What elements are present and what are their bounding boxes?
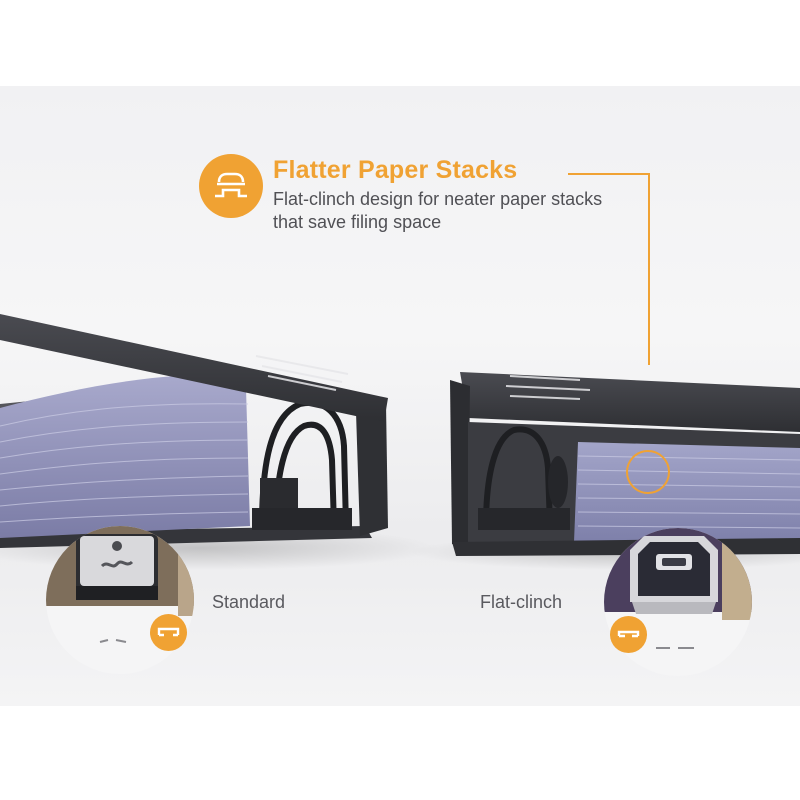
flat-clinch-binder bbox=[450, 372, 800, 556]
standard-staple-badge bbox=[150, 614, 187, 651]
callout-badge bbox=[199, 154, 263, 218]
binder-comparison-photo bbox=[0, 314, 800, 570]
flat-clinch-staple-icon bbox=[215, 172, 247, 198]
standard-clinch-lens bbox=[46, 526, 194, 674]
right-paper-lines bbox=[577, 455, 800, 529]
right-lever bbox=[548, 456, 568, 508]
standard-binder bbox=[0, 314, 388, 548]
standard-label: Standard bbox=[212, 592, 286, 612]
right-mechanism-base bbox=[478, 508, 570, 530]
callout-leader-line bbox=[568, 173, 650, 365]
flat-clinch-lens bbox=[604, 528, 752, 676]
right-paper-stack bbox=[574, 442, 800, 542]
flat-staple-badge bbox=[610, 616, 647, 653]
callout-description: Flat-clinch design for neater paper stac… bbox=[273, 189, 603, 232]
left-cover bbox=[0, 314, 388, 422]
standard-clinch-closeup bbox=[46, 526, 194, 643]
left-paper-lines bbox=[0, 403, 249, 523]
left-mechanism-base bbox=[252, 508, 352, 530]
flat-clinch-closeup bbox=[604, 528, 752, 649]
left-paper-stack bbox=[0, 375, 250, 538]
photo-panel: Standard Flat-clinch bbox=[0, 86, 800, 706]
stack-highlight-circle bbox=[626, 450, 670, 494]
right-spine bbox=[450, 380, 470, 548]
callout-title: Flatter Paper Stacks bbox=[273, 156, 518, 184]
staple-icon bbox=[157, 627, 180, 637]
left-spine bbox=[356, 404, 388, 536]
flat-clinch-label: Flat-clinch bbox=[480, 592, 563, 612]
flat-staple-icon bbox=[617, 630, 640, 638]
left-spine-label bbox=[255, 355, 349, 391]
right-ring-mechanism bbox=[483, 426, 553, 527]
right-spine-label bbox=[505, 375, 591, 400]
